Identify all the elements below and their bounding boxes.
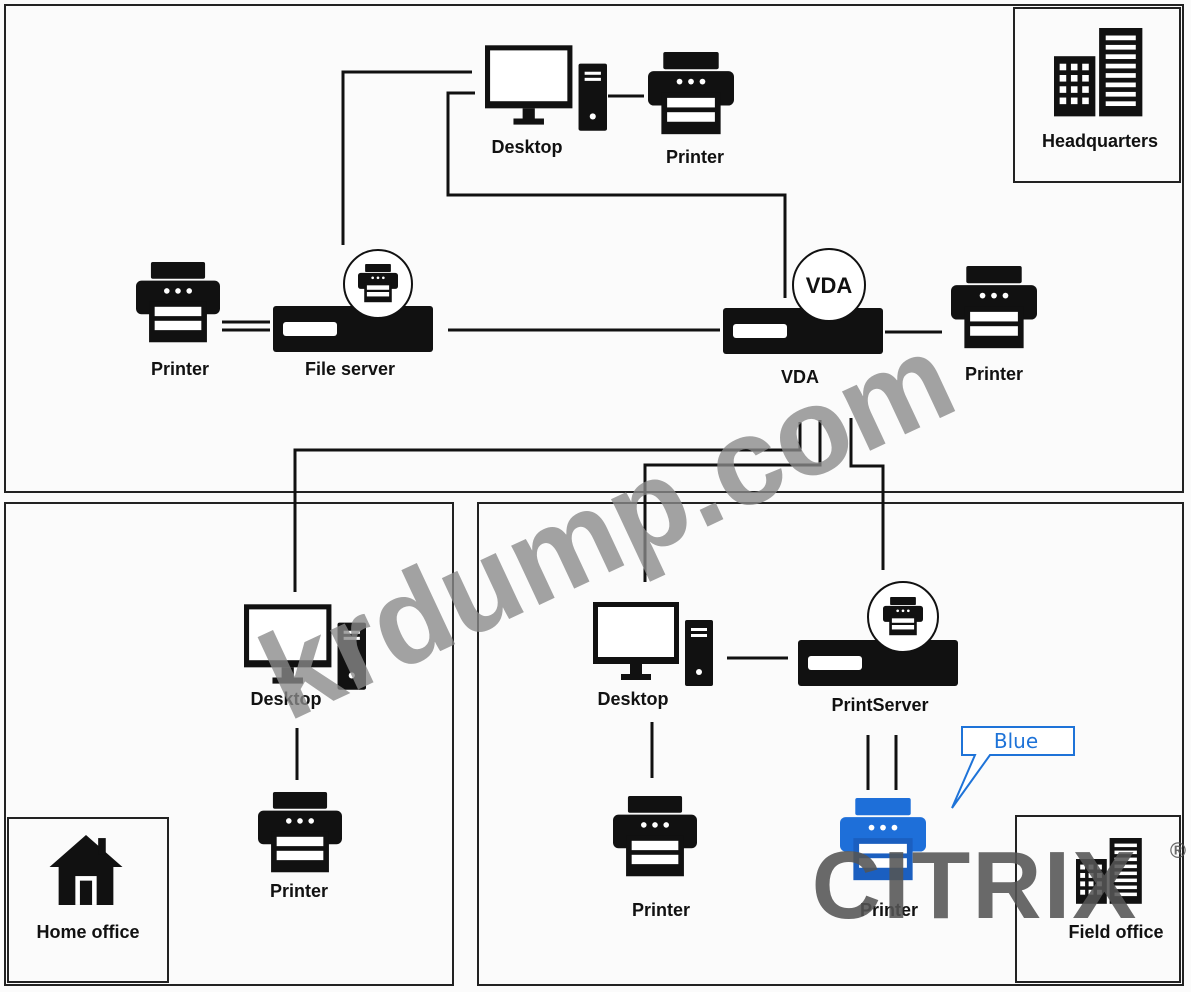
link-vda-printserver	[849, 418, 885, 570]
headquarters-zone	[4, 4, 1184, 493]
citrix-brand: CITRIX ®	[812, 832, 1186, 939]
printer-icon	[951, 266, 1037, 349]
link-vda-field-desktop	[643, 420, 822, 582]
home-office-marker: Home office	[36, 835, 140, 942]
vda-badge-label: VDA	[806, 273, 853, 298]
print-server-label: PrintServer	[831, 695, 928, 715]
home-desktop-label: Desktop	[250, 689, 321, 709]
field-desktop-printer-node: Printer	[613, 796, 697, 920]
link-vda-home-desktop	[293, 422, 802, 592]
headquarters-label: Headquarters	[1042, 131, 1158, 151]
file-server-node: File server	[273, 249, 433, 379]
headquarters-marker: Headquarters	[1042, 28, 1158, 151]
hq-desktop-node: Desktop	[485, 45, 607, 157]
server-icon	[273, 306, 433, 352]
callout-label: Blue	[994, 729, 1038, 753]
hq-top-printer-label: Printer	[666, 147, 724, 167]
field-desktop-node: Desktop	[593, 602, 713, 709]
printer-icon	[136, 262, 220, 343]
file-server-label: File server	[305, 359, 395, 379]
connections	[222, 70, 942, 790]
link-hqdesktop-vda	[446, 91, 787, 298]
home-office-label: Home office	[36, 922, 139, 942]
hq-desktop-label: Desktop	[491, 137, 562, 157]
vda-node: VDA VDA	[723, 248, 883, 387]
home-printer-node: Printer	[258, 792, 342, 901]
desktop-icon	[485, 45, 607, 131]
field-office-label: Field office	[1068, 922, 1163, 942]
building-icon	[1054, 28, 1143, 117]
home-desktop-node: Desktop	[244, 604, 366, 709]
citrix-logo-text: CITRIX	[812, 832, 1139, 939]
vda-badge	[792, 248, 866, 322]
printer-icon	[648, 52, 734, 135]
house-icon	[49, 835, 123, 905]
file-server-printer-label: Printer	[151, 359, 209, 379]
hq-top-printer-node: Printer	[648, 52, 734, 167]
file-server-printer-node: Printer	[136, 262, 220, 379]
server-icon	[798, 640, 958, 686]
zone-borders	[4, 4, 1184, 986]
printer-icon	[613, 796, 697, 877]
desktop-icon	[593, 602, 713, 686]
printer-icon	[258, 792, 342, 873]
registered-mark: ®	[1170, 838, 1186, 863]
field-office-label-box	[1015, 815, 1181, 983]
field-desktop-label: Desktop	[597, 689, 668, 709]
home-office-label-box	[7, 817, 169, 983]
blue-callout: Blue	[951, 726, 1075, 809]
headquarters-label-box	[1013, 7, 1181, 183]
vda-printer-label: Printer	[965, 364, 1023, 384]
blue-printer-node: Printer	[840, 798, 926, 920]
print-server-node: PrintServer	[798, 581, 958, 715]
callout-bubble	[951, 726, 1075, 809]
vda-label: VDA	[781, 367, 819, 387]
link-fileserver-hqdesktop	[341, 70, 472, 245]
blue-printer-label: Printer	[860, 900, 918, 920]
field-office-marker: Field office	[1068, 838, 1164, 942]
field-office-zone	[477, 502, 1184, 986]
vda-printer-node: Printer	[951, 266, 1037, 384]
home-office-zone	[4, 502, 454, 986]
home-printer-label: Printer	[270, 881, 328, 901]
field-desktop-printer-label: Printer	[632, 900, 690, 920]
